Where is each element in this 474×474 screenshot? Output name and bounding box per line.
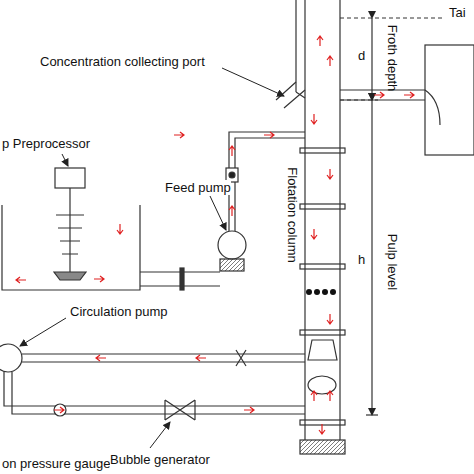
dimension-symbol: d	[358, 48, 365, 63]
flow-arrow	[16, 277, 26, 283]
flow-arrow	[174, 132, 184, 138]
flow-arrow	[94, 276, 104, 282]
flow-arrow	[244, 407, 254, 413]
flow-arrow	[317, 36, 323, 46]
part-label: Circulation pump	[70, 304, 168, 319]
part-label: p Preprocessor	[2, 136, 90, 151]
flow-arrow	[196, 355, 206, 361]
flow-arrow	[327, 314, 333, 324]
sparger-plate	[306, 289, 336, 295]
flow-arrow	[319, 424, 325, 434]
part-label: Concentration collecting port	[40, 54, 205, 69]
flow-arrow	[404, 92, 414, 98]
label-text: Tai	[449, 5, 466, 20]
flow-arrow	[311, 229, 317, 239]
part-label: Bubble generator	[110, 452, 210, 467]
leader-line	[20, 68, 284, 448]
dimension-label: Froth depth	[385, 25, 400, 92]
flow-arrow	[327, 391, 333, 401]
flow-arrow	[327, 56, 333, 66]
equipment-outline	[0, 0, 474, 454]
part-label: on pressure gauge	[2, 456, 110, 471]
dimension-symbol: h	[358, 252, 365, 267]
flow-arrow	[327, 169, 333, 179]
flow-arrow	[374, 92, 384, 98]
level-line	[340, 18, 445, 100]
dimension-label: Pulp level	[385, 234, 400, 290]
flow-arrows	[16, 36, 414, 434]
flow-arrow	[96, 355, 106, 361]
flow-arrow	[229, 206, 235, 216]
flow-arrow	[229, 146, 235, 156]
flow-arrow	[264, 132, 274, 138]
flow-arrow	[311, 391, 317, 401]
flow-arrow	[54, 407, 64, 413]
flow-arrow	[117, 224, 123, 234]
flow-arrow	[311, 114, 317, 124]
part-label: Feed pump	[165, 180, 231, 195]
part-label: Flotation column	[285, 167, 300, 262]
